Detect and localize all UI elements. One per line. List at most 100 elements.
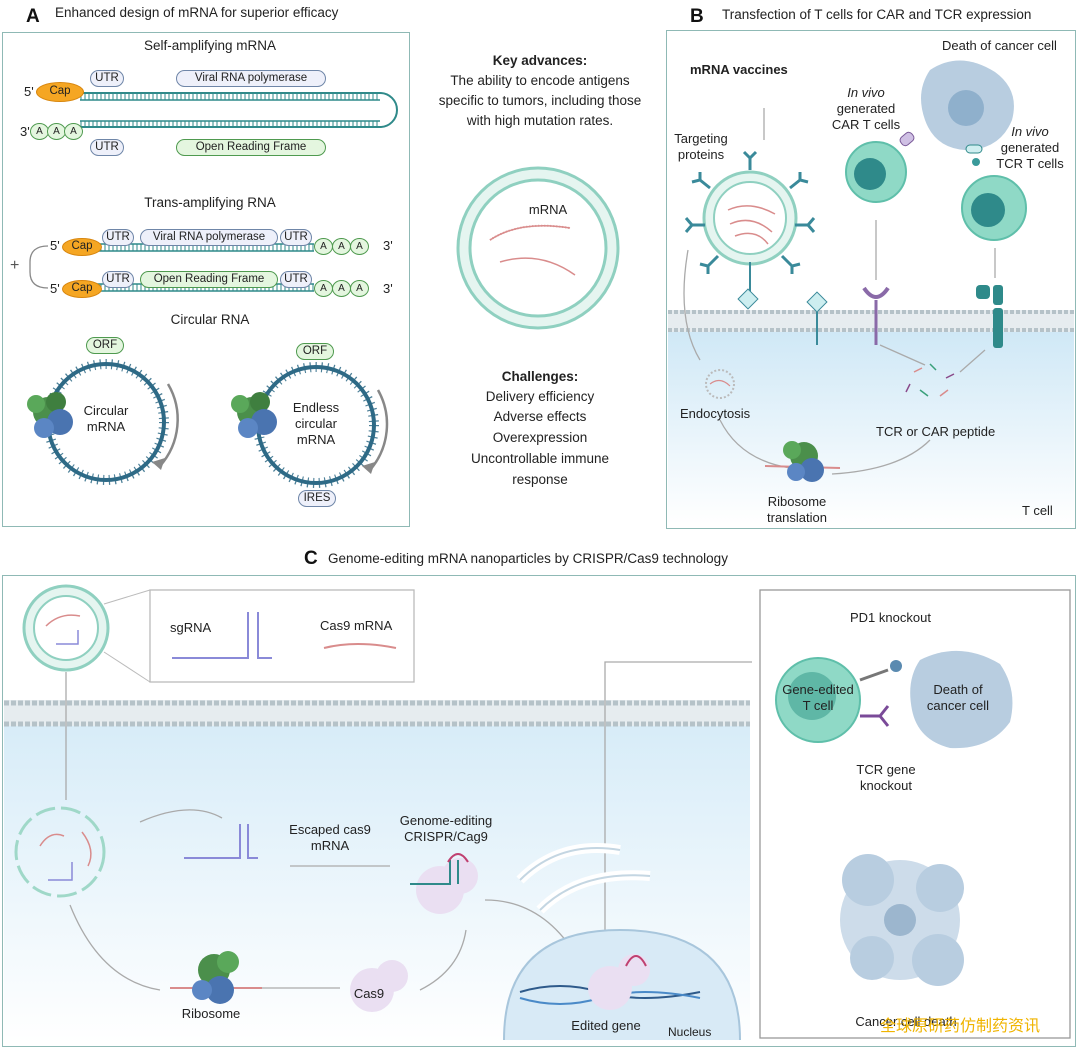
- challenge-2: Adverse effects: [493, 409, 587, 424]
- b-tcr-1: In vivo: [1011, 124, 1049, 139]
- ribosome-icon: [27, 392, 73, 438]
- trans-amp-cap-1: Cap: [62, 238, 102, 256]
- self-amp-3prime: 3': [20, 124, 30, 139]
- endless-label-1: Endless: [292, 400, 340, 415]
- trans-amp-polymerase: Viral RNA polymerase: [140, 229, 278, 246]
- self-amp-orf: Open Reading Frame: [176, 139, 326, 156]
- trans-amp-utr-2: UTR: [280, 229, 312, 246]
- trans-amp-cap-2: Cap: [62, 280, 102, 298]
- c-genome-editing-1: Genome-editing: [399, 813, 493, 828]
- cas9-protein-icon: [350, 960, 408, 1012]
- b-death-cancer: Death of cancer cell: [942, 38, 1057, 53]
- self-amp-5prime: 5': [24, 84, 34, 99]
- c-tcr-knockout-2: knockout: [859, 778, 913, 793]
- circular-mrna-label-1: Circular: [83, 403, 129, 418]
- trans-amp-5prime-2: 5': [50, 281, 60, 296]
- mrna-label: mRNA: [528, 202, 568, 217]
- c-tcr-knockout-1: TCR gene: [856, 762, 916, 777]
- crispr-complex-icon: [410, 853, 478, 914]
- c-death-cancer-2: cancer cell: [926, 698, 990, 713]
- trans-amp-utr-3: UTR: [102, 271, 134, 288]
- challenges-title: Challenges:: [501, 369, 579, 384]
- c-pd1: PD1 knockout: [850, 610, 931, 625]
- self-amp-polymerase: Viral RNA polymerase: [176, 70, 326, 87]
- trans-amp-3prime-1: 3': [383, 238, 393, 253]
- c-gene-edited-1: Gene-edited: [782, 682, 854, 697]
- trans-amp-3prime-2: 3': [383, 281, 393, 296]
- c-sgrna: sgRNA: [170, 620, 212, 635]
- challenge-4: Uncontrollable immune: [470, 451, 610, 466]
- trans-poly-a-1: A: [314, 238, 333, 255]
- cancer-cell-icon: [921, 60, 1014, 150]
- b-mrna-vaccines: mRNA vaccines: [690, 62, 788, 77]
- c-escaped-1: Escaped cas9: [289, 822, 371, 837]
- c-nucleus: Nucleus: [668, 1025, 712, 1039]
- b-endocytosis: Endocytosis: [680, 406, 751, 421]
- trans-amp-heading: Trans-amplifying RNA: [144, 195, 276, 210]
- panel-c-title: Genome-editing mRNA nanoparticles by CRI…: [328, 551, 728, 566]
- b-car-1: In vivo: [847, 85, 885, 100]
- t-cell-icon: [845, 131, 915, 203]
- panel-b-illustration: [668, 60, 1074, 525]
- b-targeting-1: Targeting: [674, 131, 728, 146]
- trans-poly-a-3: A: [350, 238, 369, 255]
- trans-amp-5prime-1: 5': [50, 238, 60, 253]
- c-cancer-death: Cancer cell death: [855, 1014, 957, 1029]
- key-advance-line-3: with high mutation rates.: [466, 113, 614, 128]
- t-cell-icon: [961, 144, 1027, 241]
- trans-amp-plus: +: [10, 257, 20, 274]
- cancer-cell-death-icon: [840, 854, 964, 986]
- self-amp-rna-strand: [80, 92, 398, 128]
- circular-heading: Circular RNA: [170, 312, 250, 327]
- trans-poly-a-6: A: [350, 280, 369, 297]
- self-amp-heading: Self-amplifying mRNA: [143, 38, 277, 53]
- panel-b-letter: B: [690, 6, 704, 27]
- ribosome-icon: [764, 441, 841, 482]
- c-cas9: Cas9: [353, 986, 385, 1001]
- poly-a-1: A: [30, 123, 49, 140]
- key-advance-line-2: specific to tumors, including those: [438, 93, 642, 108]
- c-cas9-mrna: Cas9 mRNA: [320, 618, 393, 633]
- challenge-1: Delivery efficiency: [485, 389, 595, 404]
- self-amp-utr-top: UTR: [90, 70, 124, 87]
- cancer-cell-icon: [910, 650, 1013, 749]
- key-advances-title: Key advances:: [492, 53, 588, 68]
- ribosome-icon: [231, 392, 277, 438]
- circular-mrna-label-2: mRNA: [86, 419, 126, 434]
- trans-amp-utr-1: UTR: [102, 229, 134, 246]
- panel-a-title: Enhanced design of mRNA for superior eff…: [55, 5, 339, 20]
- poly-a-3: A: [64, 123, 83, 140]
- c-gene-edited-2: T cell: [802, 698, 834, 713]
- panel-b-title: Transfection of T cells for CAR and TCR …: [722, 7, 1032, 22]
- c-edited-gene: Edited gene: [571, 1018, 641, 1033]
- ribosome-icon: [170, 951, 262, 1004]
- c-escaped-2: mRNA: [310, 838, 350, 853]
- challenge-5: response: [512, 472, 568, 487]
- self-amp-cap: Cap: [36, 82, 84, 102]
- b-tcr-2: generated: [1000, 140, 1060, 155]
- self-amp-utr-bottom: UTR: [90, 139, 124, 156]
- trans-amp-orf: Open Reading Frame: [140, 271, 278, 288]
- mrna-nanoparticle-icon: [456, 166, 620, 330]
- endless-label-3: mRNA: [296, 432, 336, 447]
- c-ribosome: Ribosome: [181, 1006, 241, 1021]
- crispr-complex-icon: [588, 954, 650, 1010]
- b-tcr-3: TCR T cells: [996, 156, 1064, 171]
- b-car-3: CAR T cells: [831, 117, 901, 132]
- key-advance-line-1: The ability to encode antigens: [450, 73, 630, 88]
- trans-amp-utr-4: UTR: [280, 271, 312, 288]
- b-t-cell: T cell: [1022, 503, 1053, 518]
- circ-orf-right: ORF: [296, 343, 334, 360]
- b-tcr-car-peptide: TCR or CAR peptide: [876, 424, 996, 439]
- b-car-2: generated: [836, 101, 896, 116]
- b-ribosome-2: translation: [767, 510, 827, 525]
- watermark: 全球原研药仿制药资讯: [880, 1016, 1041, 1035]
- gene-edited-t-cell-icon: [775, 657, 861, 743]
- challenge-3: Overexpression: [492, 430, 588, 445]
- panel-a-letter: A: [26, 6, 40, 27]
- b-ribosome-1: Ribosome: [767, 494, 827, 509]
- b-targeting-2: proteins: [677, 147, 725, 162]
- endless-label-2: circular: [295, 416, 337, 431]
- ires-label: IRES: [298, 490, 336, 507]
